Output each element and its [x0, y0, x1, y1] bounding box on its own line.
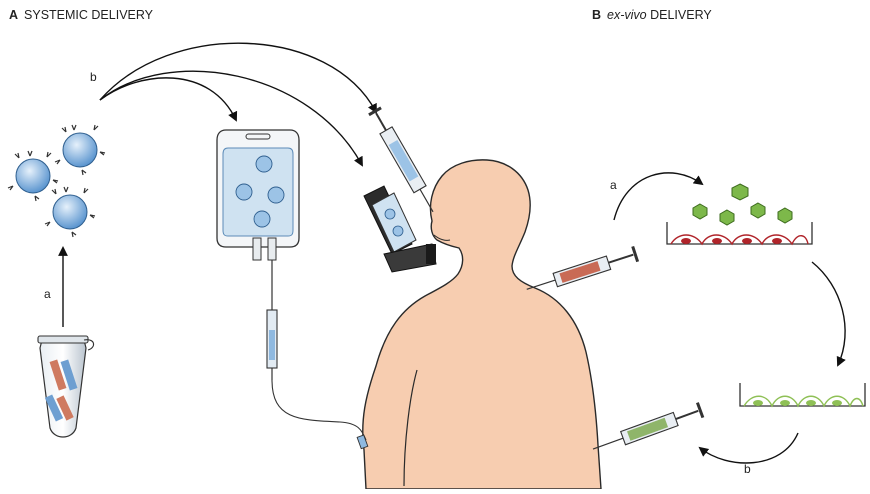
panel-a-title-text: SYSTEMIC DELIVERY [24, 8, 153, 22]
delivery-particle [8, 151, 58, 201]
culture-dish-modified-cells [740, 383, 865, 406]
panel-b-title-text: DELIVERY [650, 8, 712, 22]
syringe-cells-extraction [524, 246, 637, 296]
panel-a-title: A SYSTEMIC DELIVERY [9, 8, 153, 22]
arrow-b-b [700, 433, 798, 463]
arrow-to-syringe [100, 43, 376, 112]
syringe-cells-reinfusion [590, 403, 703, 457]
step-label-a-exvivo: a [610, 178, 617, 192]
plasmid-tube [38, 336, 94, 437]
delivery-particle [55, 125, 105, 175]
viral-vectors [693, 184, 792, 225]
step-label-a-systemic: a [44, 287, 51, 301]
panel-a-letter: A [9, 8, 18, 22]
panel-b-title-italic: ex-vivo [607, 8, 647, 22]
step-label-b-exvivo: b [744, 462, 751, 476]
arrow-dish-to-dish [812, 262, 845, 365]
panel-b-letter: B [592, 8, 601, 22]
step-label-b-systemic: b [90, 70, 97, 84]
arrow-to-iv-bag [100, 78, 236, 120]
arrow-b-a [614, 173, 702, 220]
delivery-particle [45, 187, 95, 237]
culture-dish-transduction [667, 222, 812, 244]
iv-bag [217, 130, 368, 449]
